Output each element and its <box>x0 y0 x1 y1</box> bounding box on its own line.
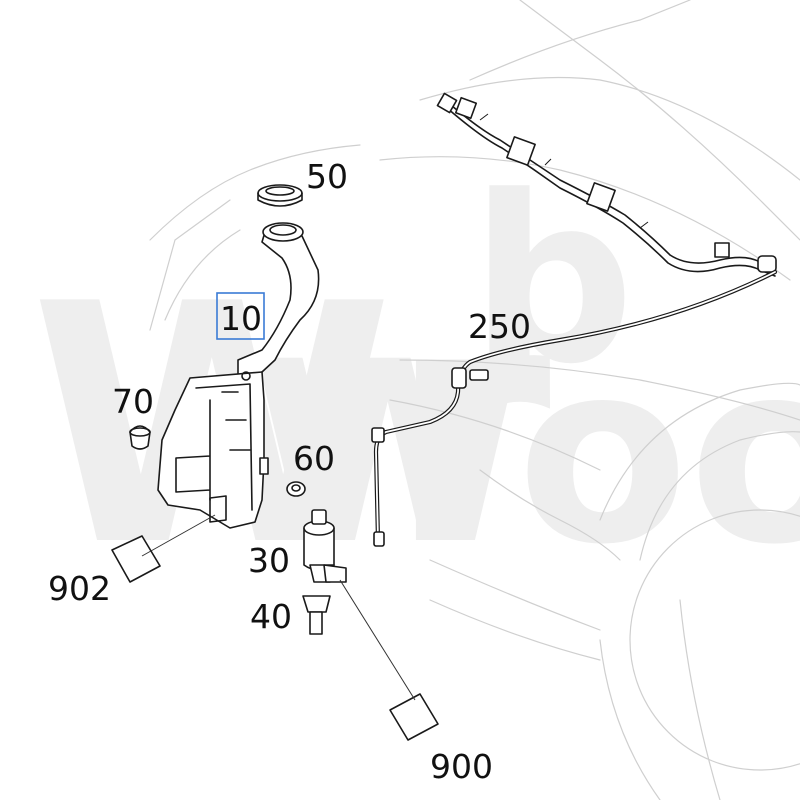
callout-50: 50 <box>306 157 348 196</box>
callout-40: 40 <box>250 597 292 636</box>
callout-60: 60 <box>293 439 335 478</box>
reservoir-cap <box>257 184 303 207</box>
washer-pump <box>303 509 347 583</box>
pump-seal <box>286 481 306 497</box>
watermark-text-2: Wooba <box>250 308 800 599</box>
callout-70: 70 <box>112 382 154 421</box>
washer-reservoir <box>157 222 320 529</box>
callout-labels: 50 10 250 70 60 30 40 902 900 <box>48 157 531 786</box>
callout-250: 250 <box>468 307 531 346</box>
wiring-harness <box>436 92 777 277</box>
pump-fastener <box>302 595 331 635</box>
washer-hose <box>371 269 778 547</box>
grommet <box>129 425 151 450</box>
callout-10-highlight <box>216 292 265 340</box>
connector-902 <box>111 535 161 583</box>
callout-10: 10 <box>220 299 262 338</box>
vehicle-outline <box>149 0 800 800</box>
connector-900 <box>389 693 439 741</box>
callout-900: 900 <box>430 747 493 786</box>
callout-30: 30 <box>248 541 290 580</box>
callout-902: 902 <box>48 569 111 608</box>
leader-lines <box>141 514 416 701</box>
